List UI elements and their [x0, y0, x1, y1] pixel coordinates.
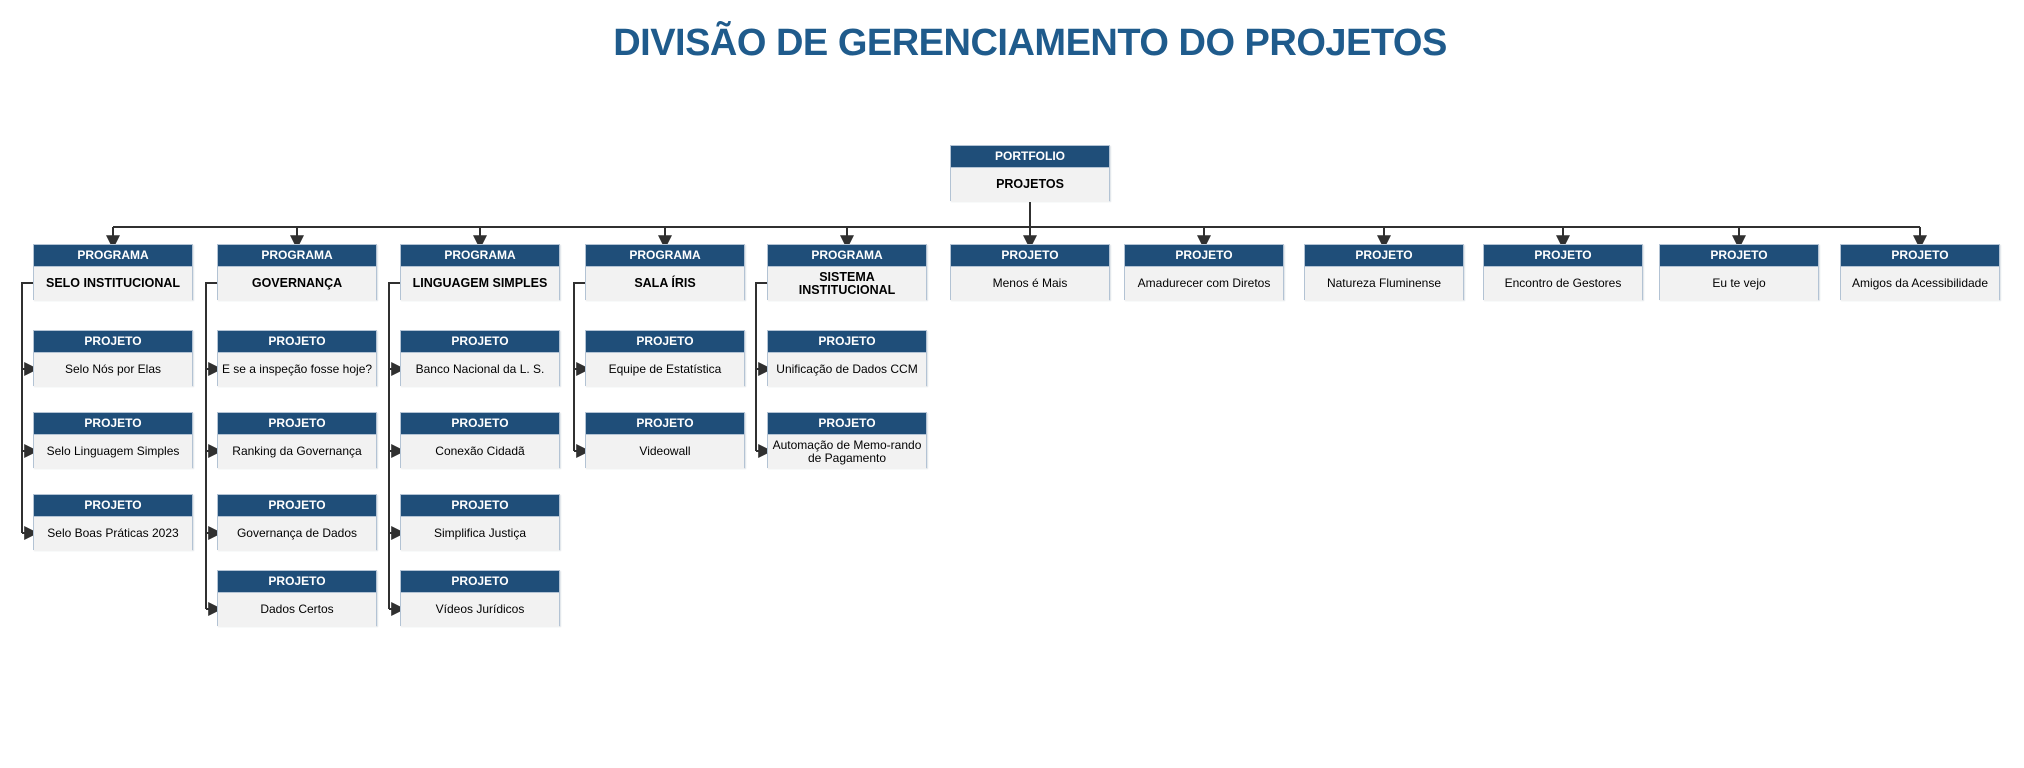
program-box-sala-iris: PROGRAMA SALA ÍRIS	[585, 244, 745, 301]
node-name: SALA ÍRIS	[586, 267, 744, 301]
program-box-linguagem-simples: PROGRAMA LINGUAGEM SIMPLES	[400, 244, 560, 301]
node-type-label: PROJETO	[401, 413, 559, 435]
program-box-governanca: PROGRAMA GOVERNANÇA	[217, 244, 377, 301]
portfolio-box: PORTFOLIO PROJETOS	[950, 145, 1110, 202]
portfolio-type-label: PORTFOLIO	[951, 146, 1109, 168]
node-name: Governança de Dados	[218, 517, 376, 551]
node-type-label: PROJETO	[1125, 245, 1283, 267]
node-type-label: PROJETO	[768, 331, 926, 353]
node-name: Menos é Mais	[951, 267, 1109, 301]
project-box-e-se-a-inspecao-fosse-hoje: PROJETO E se a inspeção fosse hoje?	[217, 330, 377, 387]
node-type-label: PROJETO	[1305, 245, 1463, 267]
project-box-videos-juridicos: PROJETO Vídeos Jurídicos	[400, 570, 560, 627]
project-box-selo-nos-por-elas: PROJETO Selo Nós por Elas	[33, 330, 193, 387]
node-name: Simplifica Justiça	[401, 517, 559, 551]
node-name: Selo Linguagem Simples	[34, 435, 192, 469]
node-type-label: PROGRAMA	[218, 245, 376, 267]
node-name: Conexão Cidadã	[401, 435, 559, 469]
node-name: Natureza Fluminense	[1305, 267, 1463, 301]
program-5-trunk	[755, 282, 773, 458]
node-type-label: PROJETO	[586, 413, 744, 435]
project-box-amadurecer-com-diretos: PROJETO Amadurecer com Diretos	[1124, 244, 1284, 301]
project-box-videowall: PROJETO Videowall	[585, 412, 745, 469]
node-type-label: PROJETO	[218, 571, 376, 593]
node-type-label: PROJETO	[1484, 245, 1642, 267]
node-type-label: PROGRAMA	[768, 245, 926, 267]
node-type-label: PROJETO	[218, 331, 376, 353]
node-type-label: PROJETO	[34, 413, 192, 435]
project-box-menos-e-mais: PROJETO Menos é Mais	[950, 244, 1110, 301]
project-box-amigos-da-acessibilidade: PROJETO Amigos da Acessibilidade	[1840, 244, 2000, 301]
node-type-label: PROGRAMA	[401, 245, 559, 267]
project-box-ranking-da-governanca: PROJETO Ranking da Governança	[217, 412, 377, 469]
node-type-label: PROGRAMA	[34, 245, 192, 267]
project-box-simplifica-justica: PROJETO Simplifica Justiça	[400, 494, 560, 551]
project-box-governanca-de-dados: PROJETO Governança de Dados	[217, 494, 377, 551]
node-type-label: PROJETO	[951, 245, 1109, 267]
program-3-trunk	[388, 282, 406, 616]
project-box-unificacao-de-dados-ccm: PROJETO Unificação de Dados CCM	[767, 330, 927, 387]
node-name: Amadurecer com Diretos	[1125, 267, 1283, 301]
node-name: Vídeos Jurídicos	[401, 593, 559, 627]
node-type-label: PROJETO	[1660, 245, 1818, 267]
program-box-sistema-institucional: PROGRAMA SISTEMA INSTITUCIONAL	[767, 244, 927, 301]
program-1-trunk	[21, 282, 39, 540]
portfolio-name: PROJETOS	[951, 168, 1109, 202]
node-name: GOVERNANÇA	[218, 267, 376, 301]
node-type-label: PROJETO	[1841, 245, 1999, 267]
node-name: Amigos da Acessibilidade	[1841, 267, 1999, 301]
node-name: E se a inspeção fosse hoje?	[218, 353, 376, 387]
node-name: Encontro de Gestores	[1484, 267, 1642, 301]
node-type-label: PROJETO	[218, 413, 376, 435]
node-name: Selo Nós por Elas	[34, 353, 192, 387]
node-name: Equipe de Estatística	[586, 353, 744, 387]
program-4-trunk	[573, 282, 591, 458]
project-box-natureza-fluminense: PROJETO Natureza Fluminense	[1304, 244, 1464, 301]
project-box-automacao-de-memorando: PROJETO Automação de Memo-rando de Pagam…	[767, 412, 927, 469]
node-type-label: PROJETO	[34, 331, 192, 353]
root-to-row-connector	[106, 201, 1927, 250]
node-type-label: PROJETO	[401, 495, 559, 517]
node-name: LINGUAGEM SIMPLES	[401, 267, 559, 301]
node-name: Unificação de Dados CCM	[768, 353, 926, 387]
project-box-conexao-cidada: PROJETO Conexão Cidadã	[400, 412, 560, 469]
node-name: SISTEMA INSTITUCIONAL	[768, 267, 926, 301]
project-box-eu-te-vejo: PROJETO Eu te vejo	[1659, 244, 1819, 301]
project-box-banco-nacional-da-ls: PROJETO Banco Nacional da L. S.	[400, 330, 560, 387]
node-type-label: PROJETO	[34, 495, 192, 517]
node-type-label: PROJETO	[586, 331, 744, 353]
node-type-label: PROJETO	[218, 495, 376, 517]
node-name: Eu te vejo	[1660, 267, 1818, 301]
node-name: Selo Boas Práticas 2023	[34, 517, 192, 551]
node-type-label: PROJETO	[401, 331, 559, 353]
node-name: Dados Certos	[218, 593, 376, 627]
project-box-dados-certos: PROJETO Dados Certos	[217, 570, 377, 627]
project-box-selo-boas-praticas-2023: PROJETO Selo Boas Práticas 2023	[33, 494, 193, 551]
project-box-encontro-de-gestores: PROJETO Encontro de Gestores	[1483, 244, 1643, 301]
project-box-equipe-de-estatistica: PROJETO Equipe de Estatística	[585, 330, 745, 387]
node-name: Videowall	[586, 435, 744, 469]
node-name: SELO INSTITUCIONAL	[34, 267, 192, 301]
project-box-selo-linguagem-simples: PROJETO Selo Linguagem Simples	[33, 412, 193, 469]
node-type-label: PROJETO	[768, 413, 926, 435]
node-name: Banco Nacional da L. S.	[401, 353, 559, 387]
node-name: Ranking da Governança	[218, 435, 376, 469]
node-type-label: PROJETO	[401, 571, 559, 593]
node-name: Automação de Memo-rando de Pagamento	[768, 435, 926, 469]
node-type-label: PROGRAMA	[586, 245, 744, 267]
program-box-selo-institucional: PROGRAMA SELO INSTITUCIONAL	[33, 244, 193, 301]
program-2-trunk	[205, 282, 223, 616]
page-title: DIVISÃO DE GERENCIAMENTO DO PROJETOS	[613, 22, 1447, 64]
